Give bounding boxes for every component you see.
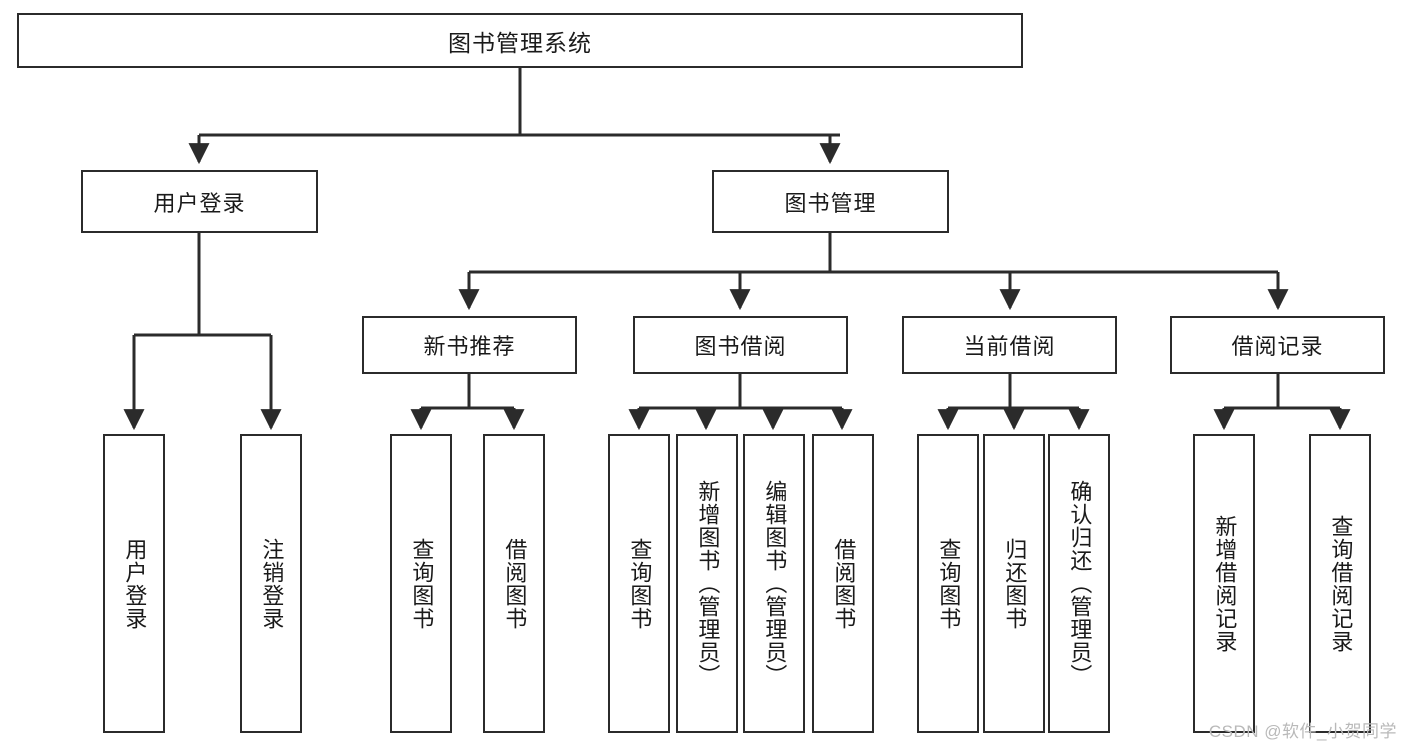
leaf-confirm-return[interactable]: 确认归还（管理员）	[1048, 434, 1110, 733]
leaf-add-borrow-record-label: 新增借阅记录	[1212, 514, 1238, 653]
leaf-user-logout-label: 注销登录	[259, 537, 285, 630]
node-book-manage-label: 图书管理	[784, 190, 877, 216]
node-user-login[interactable]: 用户登录	[81, 170, 318, 233]
leaf-query-book-recommend[interactable]: 查询图书	[390, 434, 452, 733]
node-book-manage[interactable]: 图书管理	[712, 170, 949, 233]
leaf-borrow-book-recommend-label: 借阅图书	[502, 537, 528, 630]
leaf-edit-book-label: 编辑图书（管理员）	[762, 480, 788, 687]
leaf-add-book-label: 新增图书（管理员）	[695, 480, 721, 687]
leaf-borrow-book[interactable]: 借阅图书	[812, 434, 874, 733]
node-new-book-recommend-label: 新书推荐	[423, 334, 516, 359]
leaf-query-book-recommend-label: 查询图书	[409, 537, 435, 630]
csdn-watermark: CSDN @软件_小贺同学	[1208, 722, 1397, 741]
leaf-add-book[interactable]: 新增图书（管理员）	[676, 434, 738, 733]
node-user-login-label: 用户登录	[153, 190, 246, 216]
leaf-query-book-current-label: 查询图书	[936, 537, 962, 630]
leaf-return-book-label: 归还图书	[1002, 537, 1028, 630]
node-new-book-recommend[interactable]: 新书推荐	[362, 316, 577, 374]
node-current-borrow-label: 当前借阅	[963, 334, 1056, 359]
leaf-confirm-return-label: 确认归还（管理员）	[1067, 480, 1093, 687]
node-borrow-record-label: 借阅记录	[1231, 334, 1324, 359]
leaf-user-login-label: 用户登录	[122, 537, 148, 630]
node-book-borrow[interactable]: 图书借阅	[633, 316, 848, 374]
leaf-return-book[interactable]: 归还图书	[983, 434, 1045, 733]
leaf-query-book-borrow-label: 查询图书	[627, 537, 653, 630]
leaf-borrow-book-recommend[interactable]: 借阅图书	[483, 434, 545, 733]
leaf-user-login[interactable]: 用户登录	[103, 434, 165, 733]
node-root[interactable]: 图书管理系统	[17, 13, 1023, 68]
leaf-query-book-current[interactable]: 查询图书	[917, 434, 979, 733]
leaf-query-borrow-record-label: 查询借阅记录	[1328, 514, 1354, 653]
leaf-borrow-book-label: 借阅图书	[831, 537, 857, 630]
leaf-query-book-borrow[interactable]: 查询图书	[608, 434, 670, 733]
leaf-add-borrow-record[interactable]: 新增借阅记录	[1193, 434, 1255, 733]
leaf-query-borrow-record[interactable]: 查询借阅记录	[1309, 434, 1371, 733]
node-current-borrow[interactable]: 当前借阅	[902, 316, 1117, 374]
leaf-user-logout[interactable]: 注销登录	[240, 434, 302, 733]
leaf-edit-book[interactable]: 编辑图书（管理员）	[743, 434, 805, 733]
node-borrow-record[interactable]: 借阅记录	[1170, 316, 1385, 374]
node-root-label: 图书管理系统	[448, 29, 592, 56]
node-book-borrow-label: 图书借阅	[694, 334, 787, 359]
